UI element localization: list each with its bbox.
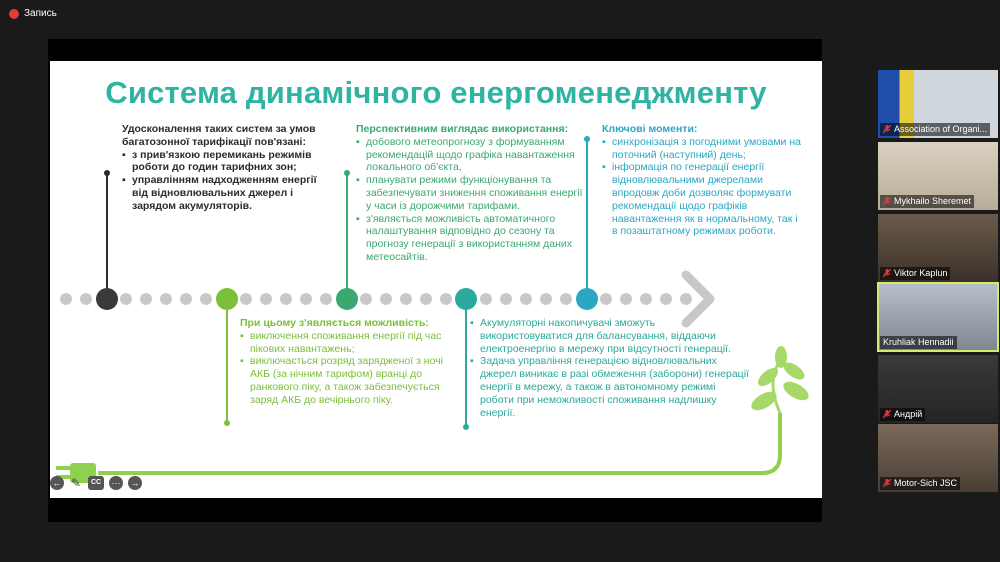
track-dot — [380, 293, 392, 305]
milestone-dot — [455, 288, 477, 310]
milestone-dot — [576, 288, 598, 310]
track-dot — [400, 293, 412, 305]
participant-name: Association of Organi... — [880, 123, 991, 136]
text-block-key-points: Ключові моменти: синхронізація з погодни… — [602, 123, 802, 238]
connector-dot — [224, 420, 230, 426]
record-icon[interactable] — [9, 9, 19, 19]
milestone-dot — [216, 288, 238, 310]
participant-name: Андрій — [880, 408, 926, 421]
slide-controls: ← ✎ CC ⋯ → — [50, 476, 170, 492]
track-dot — [420, 293, 432, 305]
presentation-slide: Система динамічного енергоменеджменту — [50, 61, 822, 498]
track-dot — [160, 293, 172, 305]
timeline-track — [60, 293, 692, 305]
captions-icon[interactable]: CC — [88, 476, 104, 490]
pen-icon[interactable]: ✎ — [70, 476, 82, 490]
track-dot — [480, 293, 492, 305]
block-heading: При цьому з'являється можливість: — [240, 317, 429, 329]
list-item: управлінням надходженням енергії від від… — [122, 174, 332, 212]
recording-bar: Запись — [0, 0, 1000, 30]
track-dot — [300, 293, 312, 305]
track-dot — [120, 293, 132, 305]
arrow-right-icon[interactable]: → — [128, 476, 142, 490]
connector-dot — [463, 424, 469, 430]
participant-name: Mykhailo Sheremet — [880, 195, 975, 208]
list-item: з'являється можливість автоматичного нал… — [356, 213, 584, 264]
text-block-batteries: Акумуляторні накопичувачі зможуть викори… — [470, 317, 750, 419]
track-dot — [360, 293, 372, 305]
participant-name: Viktor Kaplun — [880, 267, 951, 280]
track-dot — [680, 293, 692, 305]
block-heading: Перспективним виглядає використання: — [356, 123, 569, 135]
sprout-icon — [751, 346, 809, 414]
mic-muted-icon — [883, 479, 891, 488]
list-item: Задача управління генерацією відновлювал… — [470, 355, 750, 419]
participant-tile[interactable]: Viktor Kaplun — [878, 214, 998, 282]
mic-muted-icon — [883, 197, 891, 206]
block-heading: Удосконалення таких систем за умов багат… — [122, 123, 316, 148]
participant-tile[interactable]: Андрій — [878, 355, 998, 423]
list-item: виключається розряд зарядженої з ночі АК… — [240, 355, 450, 406]
track-dot — [600, 293, 612, 305]
timeline-graphic — [56, 136, 809, 483]
more-icon[interactable]: ⋯ — [109, 476, 123, 490]
text-block-prospective: Перспективним виглядає використання: доб… — [356, 123, 584, 264]
track-dot — [240, 293, 252, 305]
track-dot — [620, 293, 632, 305]
cable-line — [98, 413, 782, 475]
track-dot — [320, 293, 332, 305]
track-dot — [540, 293, 552, 305]
track-dot — [280, 293, 292, 305]
list-item: синхронізація з погодними умовами на пот… — [602, 136, 802, 162]
mic-muted-icon — [883, 269, 891, 278]
participant-name: Motor-Sich JSC — [880, 477, 961, 490]
text-block-tariff: Удосконалення таких систем за умов багат… — [122, 123, 332, 213]
track-dot — [440, 293, 452, 305]
track-dot — [80, 293, 92, 305]
track-dot — [260, 293, 272, 305]
list-item: з прив'язкою перемикань режимів роботи д… — [122, 149, 332, 175]
participant-tile[interactable]: Mykhailo Sheremet — [878, 142, 998, 210]
connector-dot — [344, 170, 350, 176]
participant-name: Kruhliak Hennadii — [880, 336, 957, 349]
chevron-right-icon — [681, 270, 715, 328]
track-dot — [500, 293, 512, 305]
list-item: виключення споживання енергії під час пі… — [240, 330, 450, 356]
participant-tile[interactable]: Association of Organi... — [878, 70, 998, 138]
list-item: Акумуляторні накопичувачі зможуть викори… — [470, 317, 750, 355]
participant-tile-active[interactable]: Kruhliak Hennadii — [877, 282, 999, 352]
arrow-left-icon[interactable]: ← — [50, 476, 64, 490]
text-block-possibility: При цьому з'являється можливість: виключ… — [240, 317, 450, 407]
track-dot — [640, 293, 652, 305]
recording-label: Запись — [24, 8, 57, 19]
mic-muted-icon — [883, 410, 891, 419]
track-dot — [200, 293, 212, 305]
mic-muted-icon — [883, 125, 891, 134]
track-dot — [140, 293, 152, 305]
slide-title: Система динамічного енергоменеджменту — [105, 75, 767, 110]
track-dot — [520, 293, 532, 305]
list-item: інформація по генерації енергії відновлю… — [602, 161, 802, 238]
connector-dot — [584, 136, 590, 142]
participant-tile[interactable]: Motor-Sich JSC — [878, 424, 998, 492]
track-dot — [560, 293, 572, 305]
track-dot — [180, 293, 192, 305]
list-item: добового метеопрогнозу з формуванням рек… — [356, 136, 584, 174]
milestone-dot — [336, 288, 358, 310]
track-dot — [60, 293, 72, 305]
connector-dot — [104, 170, 110, 176]
block-heading: Ключові моменти: — [602, 123, 698, 135]
track-dot — [660, 293, 672, 305]
list-item: планувати режими функціонування та забез… — [356, 174, 584, 212]
milestone-dot — [96, 288, 118, 310]
